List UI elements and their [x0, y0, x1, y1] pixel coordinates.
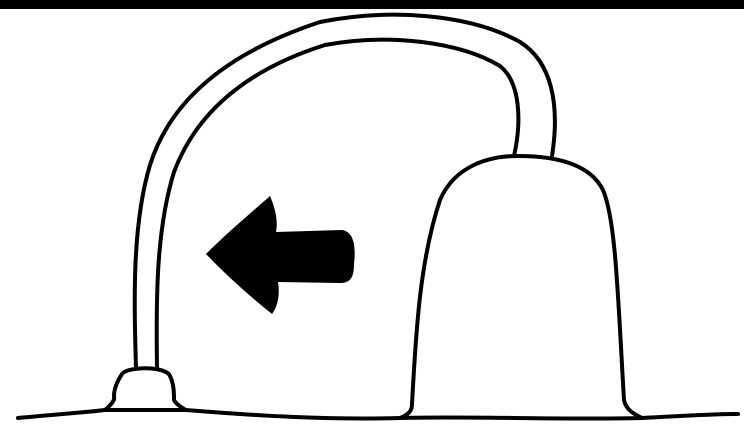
large-dome: [400, 156, 642, 418]
small-dome: [105, 368, 186, 410]
top-border: [0, 0, 744, 9]
left-arrow-icon: [206, 196, 355, 314]
connecting-tube: [135, 15, 555, 368]
